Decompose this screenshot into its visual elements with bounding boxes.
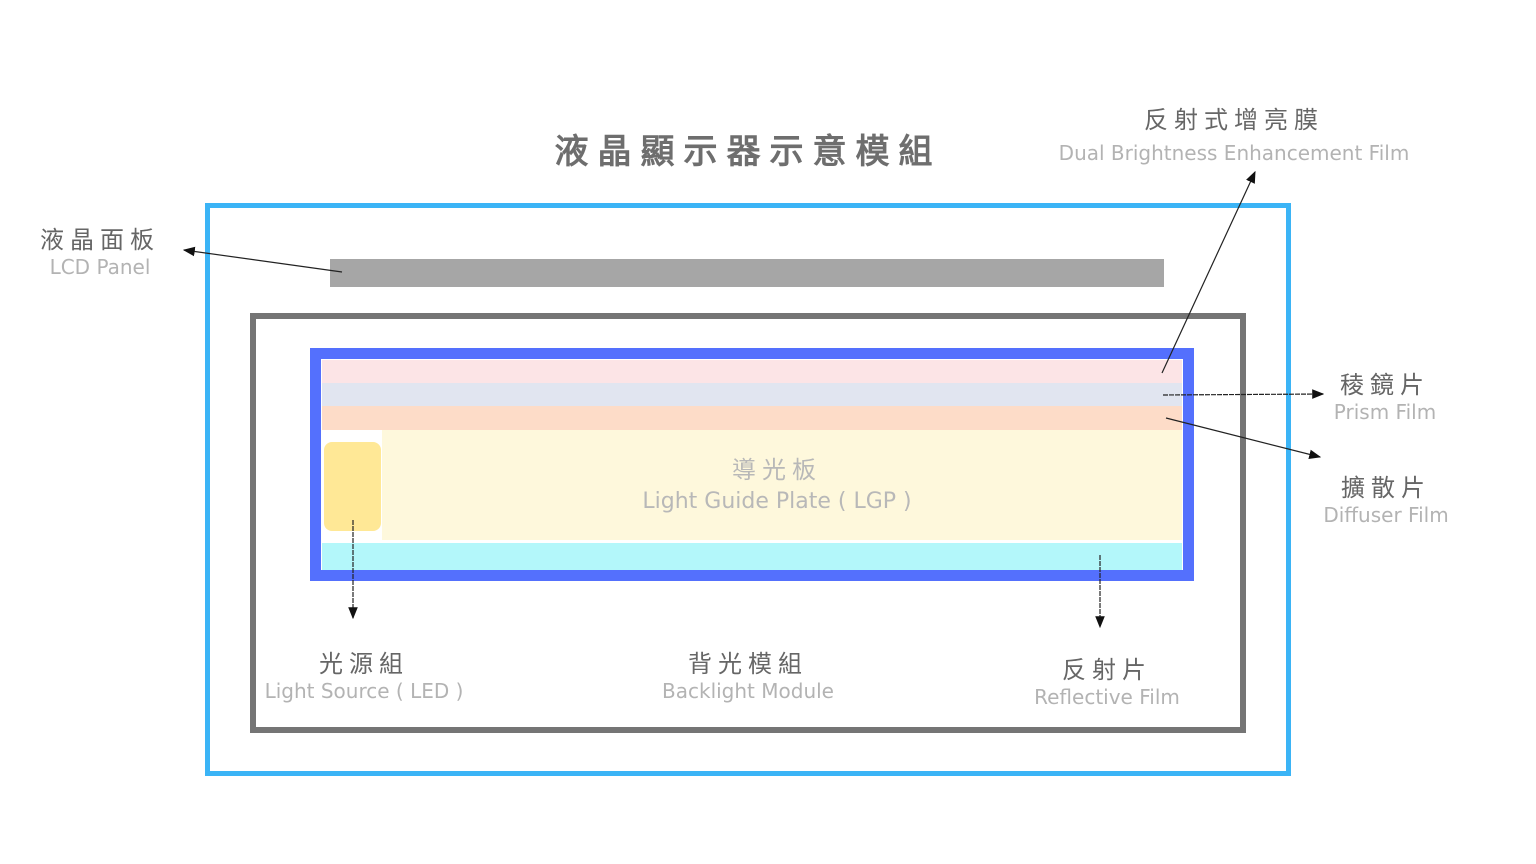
label-en: Reflective Film [1034, 685, 1180, 709]
label-zh: 液晶面板 [40, 226, 160, 254]
diffuser-layer [322, 406, 1182, 430]
label-en: Prism Film [1333, 400, 1437, 424]
label-en: LCD Panel [49, 255, 151, 279]
label-zh: 光源組 [318, 650, 409, 678]
lcd-panel [330, 259, 1164, 287]
label-zh: 稜鏡片 [1340, 371, 1430, 399]
label-zh: 擴散片 [1341, 474, 1431, 502]
label-en: Backlight Module [662, 679, 834, 703]
label-en: Light Source ( LED ) [264, 679, 464, 703]
lcd-arrow [182, 246, 343, 273]
backlight-module-box [250, 313, 1246, 733]
label-en: Dual Brightness Enhancement Film [1058, 141, 1410, 165]
light-guide-plate [382, 430, 1182, 540]
label-en: Diffuser Film [1323, 503, 1449, 527]
label-zh: 背光模組 [688, 650, 808, 678]
label-zh: 導光板 [731, 456, 822, 484]
diagram-title: 液晶顯示器示意模組 [554, 132, 942, 172]
prism-arrow [1162, 389, 1325, 399]
backlight-frame [310, 348, 1194, 581]
dbef-arrow [1161, 170, 1256, 374]
prism-layer [322, 383, 1182, 406]
label-zh: 反射式增亮膜 [1143, 106, 1324, 134]
label-lgp: 導光板 Light Guide Plate ( LGP ) [642, 450, 911, 514]
dbef-layer [322, 360, 1182, 383]
label-en: Light Guide Plate ( LGP ) [642, 489, 912, 514]
label-zh: 反射片 [1062, 656, 1152, 684]
label-dbef: 反射式增亮膜 Dual Brightness Enhancement Film [1059, 100, 1410, 165]
diffuser-arrow [1165, 417, 1322, 460]
led-light-source [324, 442, 381, 531]
reflective-layer [322, 543, 1182, 570]
outer-frame [205, 203, 1291, 776]
